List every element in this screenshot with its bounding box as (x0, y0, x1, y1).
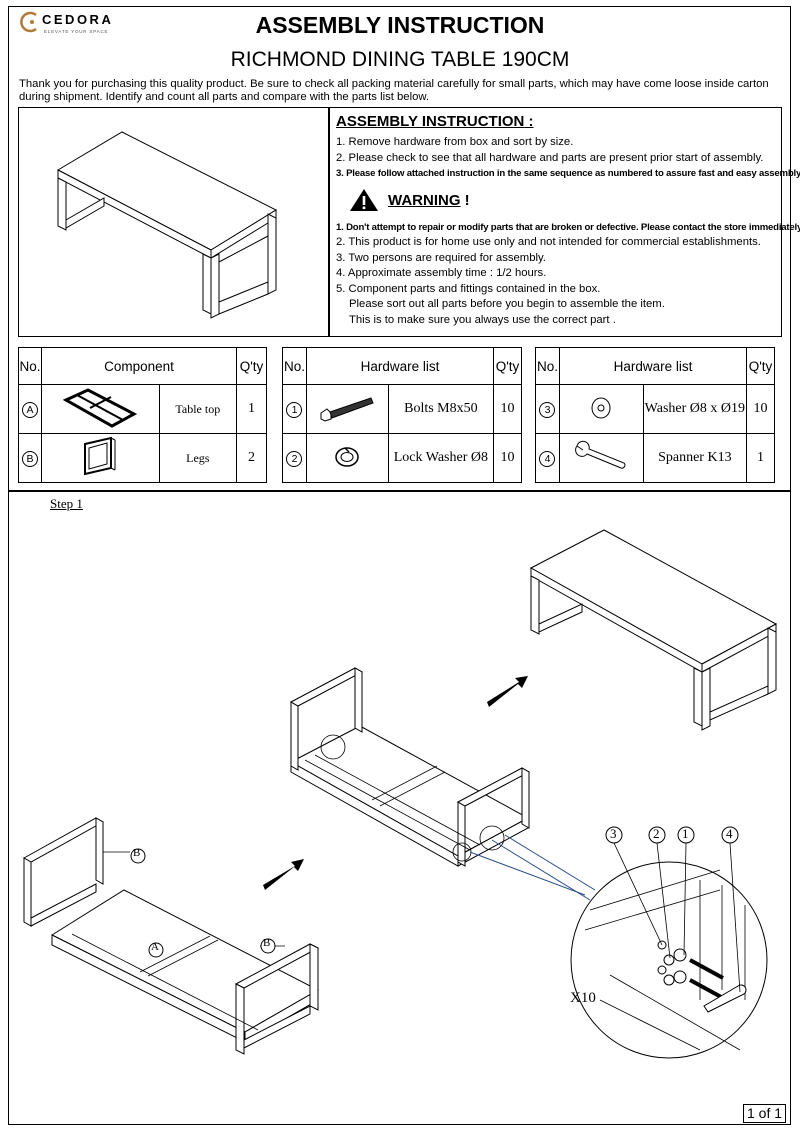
warning-item-continued: Please sort out all parts before you beg… (349, 298, 665, 310)
table-row: B Legs 2 (18, 433, 267, 483)
hardware-table-2: No. Hardware list Q'ty 3 Washer Ø8 x Ø19… (535, 347, 775, 483)
part-name: Bolts M8x50 (387, 384, 495, 434)
table-row: A Table top 1 (18, 384, 267, 434)
column-header: No. (18, 347, 42, 385)
part-name: Lock Washer Ø8 (387, 433, 495, 483)
part-id-badge: 3 (539, 401, 556, 418)
washer-icon (558, 384, 644, 434)
lock-washer-icon (305, 433, 389, 483)
part-qty: 2 (236, 433, 267, 483)
part-qty: 10 (493, 384, 522, 434)
table-row: 4 Spanner K13 1 (535, 433, 775, 483)
part-id-badge: A (21, 401, 38, 418)
instruction-item: 3. Please follow attached instruction in… (336, 168, 800, 179)
page-frame (8, 6, 791, 1125)
bolt-icon (305, 384, 389, 434)
component-table: No. Component Q'ty A Table top 1 B Legs (18, 347, 267, 483)
warning-item: 4. Approximate assembly time : 1/2 hours… (336, 267, 547, 279)
section-divider (8, 490, 791, 492)
overview-divider (328, 108, 330, 336)
column-header: No. (282, 347, 307, 385)
callout-2-label: 2 (653, 826, 660, 841)
instructions-heading: ASSEMBLY INSTRUCTION : (336, 113, 534, 130)
part-name: Table top (158, 384, 238, 434)
warning-item-continued: This is to make sure you always use the … (349, 313, 616, 326)
product-name: RICHMOND DINING TABLE 190CM (230, 48, 570, 71)
part-qty: 1 (236, 384, 267, 434)
legs-part-icon (40, 433, 160, 483)
warning-item: 2. This product is for home use only and… (336, 236, 761, 248)
assembly-instructions: ASSEMBLY INSTRUCTION : 1. Remove hardwar… (336, 113, 800, 329)
column-header: Hardware list (558, 347, 748, 385)
page-number: 1 of 1 (743, 1104, 787, 1123)
warning-item: 3. Two persons are required for assembly… (336, 251, 546, 264)
column-header: No. (535, 347, 560, 385)
overview-box (18, 107, 782, 337)
part-id-badge: B (21, 450, 38, 467)
callout-4-label: 4 (726, 826, 733, 841)
brand-mark-icon (20, 11, 37, 33)
quantity-label: X10 (570, 990, 596, 1006)
warning-header: WARNING ! (336, 184, 776, 220)
part-qty: 10 (493, 433, 522, 483)
column-header: Q'ty (236, 347, 267, 385)
part-qty: 1 (746, 433, 775, 483)
callout-a-label: A (151, 941, 159, 953)
table-row: 3 Washer Ø8 x Ø19 10 (535, 384, 775, 434)
part-name: Washer Ø8 x Ø19 (642, 384, 748, 434)
part-id-badge: 1 (286, 401, 303, 418)
step-title: Step 1 (50, 496, 83, 511)
table-row: 1 Bolts M8x50 10 (282, 384, 522, 434)
instruction-item: 1. Remove hardware from box and sort by … (336, 136, 574, 148)
instruction-item: 2. Please check to see that all hardware… (336, 151, 764, 164)
intro-text: Thank you for purchasing this quality pr… (19, 78, 769, 103)
callout-b-label: B (263, 937, 271, 949)
column-header: Q'ty (493, 347, 522, 385)
part-id-badge: 2 (286, 450, 303, 467)
brand-name: CEDORA (42, 12, 114, 27)
part-qty: 10 (746, 384, 775, 434)
warning-item: 1. Don't attempt to repair or modify par… (336, 221, 800, 233)
part-id-badge: 4 (539, 450, 556, 467)
part-name: Legs (158, 433, 238, 483)
warning-icon (350, 188, 378, 211)
table-top-part-icon (40, 384, 160, 434)
column-header: Component (40, 347, 238, 385)
page-title: ASSEMBLY INSTRUCTION (255, 12, 545, 38)
warning-item: 5. Component parts and fittings containe… (336, 282, 601, 295)
column-header: Q'ty (746, 347, 775, 385)
callout-b-label: B (133, 847, 141, 859)
callout-3-label: 3 (610, 826, 617, 841)
table-row: 2 Lock Washer Ø8 10 (282, 433, 522, 483)
column-header: Hardware list (305, 347, 495, 385)
instruction-list: 1. Remove hardware from box and sort by … (336, 135, 800, 182)
brand-tagline: ELEVATE YOUR SPACE (44, 29, 109, 34)
warning-title: WARNING (388, 191, 461, 209)
callout-1-label: 1 (682, 826, 689, 841)
spanner-icon (558, 433, 644, 483)
hardware-table-1: No. Hardware list Q'ty 1 Bolts M8x50 10 … (282, 347, 522, 483)
brand-logo: CEDORA ELEVATE YOUR SPACE (20, 10, 130, 40)
warning-list: 1. Don't attempt to repair or modify par… (336, 220, 800, 329)
part-name: Spanner K13 (642, 433, 748, 483)
